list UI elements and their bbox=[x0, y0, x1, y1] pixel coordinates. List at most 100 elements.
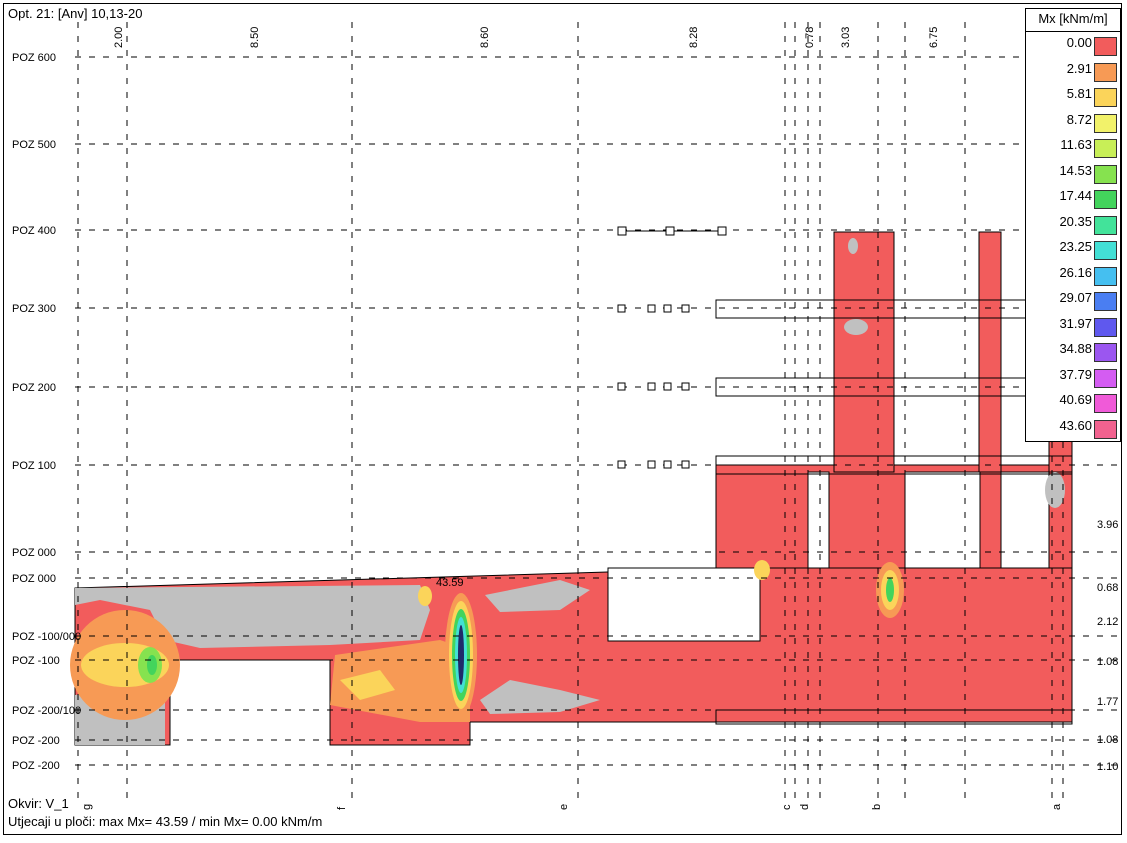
peak-value-label: 43.59 bbox=[436, 577, 464, 589]
legend-value: 17.44 bbox=[1059, 188, 1092, 203]
hotspot-small-2 bbox=[418, 586, 432, 606]
right-dimension-labels: 3.003.960.682.121.081.771.081.10 bbox=[1097, 431, 1118, 773]
legend-item: 43.60 bbox=[1026, 416, 1120, 439]
column-spacing-label: 8.28 bbox=[688, 27, 700, 48]
frame-label: Okvir: V_1 bbox=[8, 796, 69, 811]
zero-patch-col-1 bbox=[844, 319, 868, 335]
legend-value: 14.53 bbox=[1059, 162, 1092, 178]
column-spacing-label: 8.60 bbox=[479, 27, 491, 48]
legend-swatch bbox=[1094, 62, 1117, 82]
legend-value: 29.07 bbox=[1059, 290, 1092, 305]
legend-item: 14.53 bbox=[1026, 161, 1120, 184]
legend-item: 29.07 bbox=[1026, 288, 1120, 311]
result-case-title: Opt. 21: [Anv] 10,13-20 bbox=[8, 6, 143, 21]
hotspot-mid-orange bbox=[330, 640, 470, 722]
grid-horizontal-lines bbox=[75, 56, 1120, 766]
legend-value: 31.97 bbox=[1059, 315, 1092, 331]
legend-item: 5.81 bbox=[1026, 84, 1120, 107]
right-dimension-label: 1.08 bbox=[1097, 734, 1118, 746]
axis-letter: a bbox=[1051, 803, 1063, 810]
legend-item: 40.69 bbox=[1026, 390, 1120, 413]
hotspot-right-green bbox=[886, 578, 894, 602]
axis-letter: g bbox=[81, 804, 93, 810]
legend-swatch bbox=[1094, 88, 1117, 107]
legend-value: 0.00 bbox=[1066, 35, 1092, 50]
legend-value: 26.16 bbox=[1059, 264, 1092, 280]
viewport-frame bbox=[3, 3, 1122, 835]
axis-letter: f bbox=[336, 806, 348, 810]
legend-value: 43.60 bbox=[1059, 417, 1092, 433]
legend-item: 34.88 bbox=[1026, 339, 1120, 362]
legend-item: 0.00 bbox=[1026, 33, 1120, 56]
legend-item: 11.63 bbox=[1026, 135, 1120, 158]
zero-patch-col-3 bbox=[1045, 472, 1065, 508]
level-label: POZ 400 bbox=[12, 225, 56, 237]
axis-letter: b bbox=[871, 804, 883, 810]
zero-region-mid2 bbox=[480, 680, 600, 714]
legend-item: 2.91 bbox=[1026, 59, 1120, 82]
legend-swatch bbox=[1094, 164, 1117, 184]
zero-patch-col-2 bbox=[848, 238, 858, 254]
hotspot-mid-yellow bbox=[340, 670, 395, 700]
legend-value: 23.25 bbox=[1059, 239, 1092, 254]
axis-letter: e bbox=[558, 804, 570, 810]
level-label: POZ -200 bbox=[12, 760, 60, 772]
level-label: POZ 600 bbox=[12, 52, 56, 64]
right-dimension-label: 1.08 bbox=[1097, 656, 1118, 668]
legend-title: Mx [kNm/m] bbox=[1026, 9, 1120, 32]
legend-value: 20.35 bbox=[1059, 213, 1092, 229]
right-dimension-label: 3.96 bbox=[1097, 519, 1118, 531]
legend-item: 20.35 bbox=[1026, 212, 1120, 235]
level-label: POZ -200 bbox=[12, 735, 60, 747]
slab-column-b bbox=[833, 231, 895, 473]
color-legend: Mx [kNm/m] 0.00 2.91 5.81 8.72 11.63 14.53 17.… bbox=[1025, 8, 1121, 442]
legend-swatch bbox=[1094, 215, 1117, 235]
legend-swatch bbox=[1094, 317, 1117, 337]
legend-swatch bbox=[1094, 113, 1117, 133]
level-label: POZ 100 bbox=[12, 460, 56, 472]
right-dimension-label: 1.77 bbox=[1097, 696, 1118, 708]
axis-letter: c bbox=[781, 804, 793, 810]
level-label: POZ 300 bbox=[12, 303, 56, 315]
level-label: POZ 000 bbox=[12, 547, 56, 559]
legend-item: 8.72 bbox=[1026, 110, 1120, 133]
legend-swatch bbox=[1094, 37, 1117, 56]
legend-value: 34.88 bbox=[1059, 341, 1092, 356]
legend-value: 37.79 bbox=[1059, 366, 1092, 382]
column-spacing-label: 8.50 bbox=[249, 27, 261, 48]
hotspot-peak-core bbox=[458, 625, 464, 685]
slab-column-a2 bbox=[978, 231, 1002, 473]
column-spacing-label: 2.00 bbox=[113, 27, 125, 48]
level-label: POZ -100/000 bbox=[12, 631, 81, 643]
legend-swatch bbox=[1094, 190, 1117, 209]
axis-letter: d bbox=[799, 804, 811, 810]
right-dimension-label: 0.68 bbox=[1097, 582, 1118, 594]
column-spacing-label: 6.75 bbox=[928, 27, 940, 48]
column-spacing-labels: 2.00 8.50 8.60 8.28 0.78 3.03 6.75 bbox=[113, 27, 940, 48]
legend-swatch bbox=[1094, 266, 1117, 286]
legend-value: 5.81 bbox=[1066, 86, 1092, 101]
legend-item: 37.79 bbox=[1026, 365, 1120, 388]
level-label: POZ 500 bbox=[12, 139, 56, 151]
zero-region-mid bbox=[485, 580, 590, 612]
hotspot-small-1 bbox=[754, 560, 770, 580]
column-spacing-label: 3.03 bbox=[840, 27, 852, 48]
results-summary: Utjecaji u ploči: max Mx= 43.59 / min Mx… bbox=[8, 814, 323, 829]
right-dimension-label: 2.12 bbox=[1097, 616, 1118, 628]
legend-value: 2.91 bbox=[1066, 60, 1092, 76]
level-label: POZ 200 bbox=[12, 382, 56, 394]
legend-swatch bbox=[1094, 419, 1117, 439]
band-opening bbox=[607, 567, 761, 642]
legend-item: 23.25 bbox=[1026, 237, 1120, 260]
column-spacing-label: 0.78 bbox=[804, 27, 816, 48]
legend-value: 11.63 bbox=[1060, 137, 1092, 152]
legend-item: 31.97 bbox=[1026, 314, 1120, 337]
legend-value: 8.72 bbox=[1066, 111, 1092, 127]
legend-swatch bbox=[1094, 394, 1117, 413]
right-dimension-label: 1.10 bbox=[1097, 761, 1118, 773]
legend-swatch bbox=[1094, 292, 1117, 311]
legend-value: 40.69 bbox=[1059, 392, 1092, 407]
level-label: POZ 000 bbox=[12, 573, 56, 585]
